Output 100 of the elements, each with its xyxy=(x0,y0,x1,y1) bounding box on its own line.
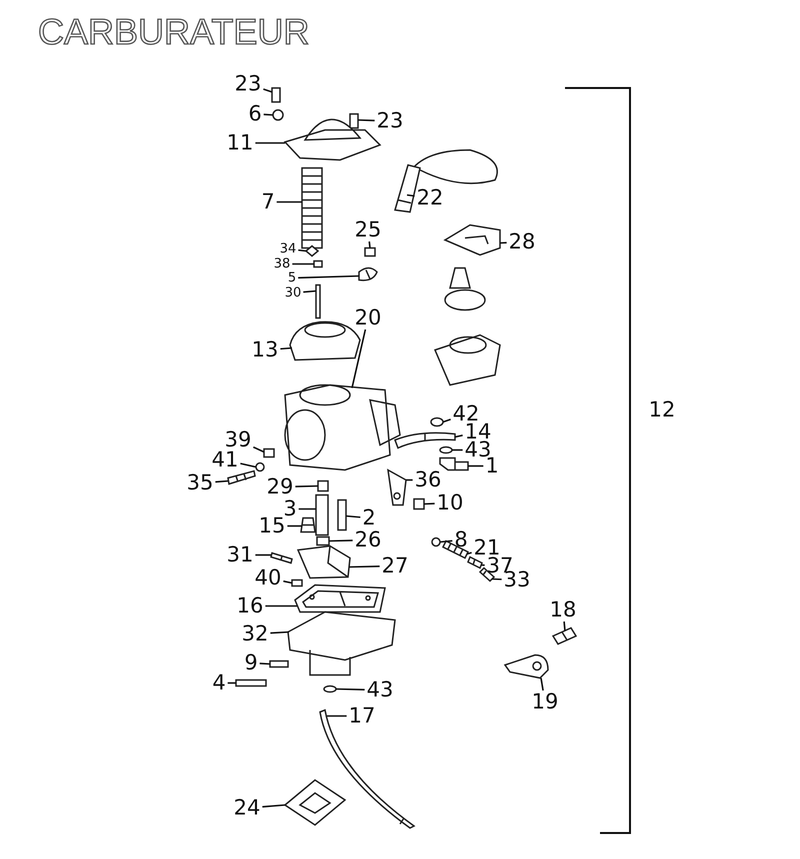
callout-number: 10 xyxy=(436,492,464,514)
float-drawing xyxy=(297,545,351,579)
nut-drawing xyxy=(272,109,284,121)
callout-number: 43 xyxy=(366,680,394,700)
callout-number: 13 xyxy=(252,340,278,360)
screw-drawing xyxy=(263,448,275,458)
leader-line xyxy=(295,485,318,488)
callout-number: 24 xyxy=(234,798,260,818)
leader-line xyxy=(298,275,360,279)
hose-drawing xyxy=(319,709,415,829)
screw-drawing xyxy=(271,87,281,103)
callout-number: 30 xyxy=(284,286,302,300)
leader-line xyxy=(346,515,360,518)
washer-drawing xyxy=(255,462,265,472)
leader-line xyxy=(298,249,306,252)
bracket-drawing xyxy=(387,469,407,506)
callout-number: 41 xyxy=(212,450,238,470)
callout-number: 18 xyxy=(550,600,576,620)
callout-number: 32 xyxy=(242,624,268,644)
o-ring-drawing xyxy=(430,417,444,427)
callout-number: 4 xyxy=(212,672,226,694)
callout-number: 39 xyxy=(224,430,252,450)
leader-line xyxy=(265,605,297,607)
holder-drawing xyxy=(358,267,378,282)
callout-number: 23 xyxy=(234,74,262,94)
jet-drawing xyxy=(317,480,329,492)
o-ring-drawing xyxy=(439,446,453,454)
leader-line xyxy=(270,631,290,634)
leader-line xyxy=(440,540,452,543)
screw-drawing xyxy=(235,679,267,687)
callout-number: 17 xyxy=(348,706,376,726)
pipe-drawing xyxy=(439,457,469,471)
callout-number: 22 xyxy=(416,188,444,208)
leader-line xyxy=(303,290,316,293)
callout-number: 35 xyxy=(186,472,214,494)
leader-line xyxy=(276,201,302,203)
bracket-drawing xyxy=(504,654,549,679)
callout-number: 8 xyxy=(454,530,468,550)
callout-number: 23 xyxy=(376,110,404,132)
callout-number: 40 xyxy=(254,568,282,588)
leader-line xyxy=(442,418,451,423)
leader-line xyxy=(255,142,285,144)
callout-number: 7 xyxy=(261,192,275,212)
screw-drawing xyxy=(269,660,289,668)
callout-number: 12 xyxy=(648,400,676,420)
sensor-drawing xyxy=(552,627,578,645)
leader-line xyxy=(298,508,316,510)
washer-drawing xyxy=(313,260,323,268)
cover-drawing xyxy=(444,224,501,256)
leader-line xyxy=(358,119,375,122)
title: CARBURATEUR xyxy=(38,14,310,50)
callout-number: 29 xyxy=(266,476,294,498)
leader-line xyxy=(292,263,314,265)
hose-drawing xyxy=(394,432,456,449)
leader-line xyxy=(263,88,272,93)
leader-line xyxy=(255,554,271,556)
leader-line xyxy=(260,662,270,665)
screw-drawing xyxy=(364,247,376,257)
leader-line xyxy=(240,462,256,468)
leader-line xyxy=(492,578,502,580)
jet-drawing xyxy=(337,499,347,531)
leader-line xyxy=(287,525,302,527)
carburetor-body-drawing xyxy=(284,384,401,471)
pin-drawing xyxy=(270,552,293,564)
screw-drawing xyxy=(227,470,256,485)
leader-line xyxy=(262,804,286,808)
screw-drawing xyxy=(413,498,425,510)
o-ring-drawing xyxy=(323,685,337,693)
leader-line xyxy=(253,446,264,453)
clamp-drawing xyxy=(284,779,346,826)
leader-line xyxy=(500,242,507,244)
callout-number: 16 xyxy=(236,596,264,616)
needle-drawing xyxy=(467,556,483,570)
callout-number: 1 xyxy=(485,456,499,476)
jet-drawing xyxy=(300,517,316,533)
callout-number: 28 xyxy=(508,232,536,252)
leader-line xyxy=(327,715,347,717)
callout-number: 26 xyxy=(354,530,382,550)
clip-drawing xyxy=(291,579,303,587)
callout-number: 3 xyxy=(283,498,297,520)
leader-line xyxy=(336,688,365,690)
callout-number: 5 xyxy=(288,272,296,284)
callout-number: 38 xyxy=(274,258,290,270)
leader-line xyxy=(351,329,366,388)
leader-line xyxy=(424,502,435,505)
leader-line xyxy=(406,479,413,481)
needle-drawing xyxy=(315,284,321,319)
jet-drawing xyxy=(316,536,330,546)
leader-line xyxy=(283,580,292,584)
callout-number: 11 xyxy=(226,132,254,154)
callout-number: 42 xyxy=(452,404,480,424)
leader-line xyxy=(368,241,371,248)
leader-line xyxy=(468,465,484,467)
leader-line xyxy=(540,678,544,691)
callout-number: 27 xyxy=(382,556,408,576)
leader-line xyxy=(328,540,353,542)
leader-line xyxy=(228,682,236,684)
callout-number: 31 xyxy=(226,544,254,566)
leader-line xyxy=(264,114,274,116)
callout-number: 15 xyxy=(258,516,286,536)
